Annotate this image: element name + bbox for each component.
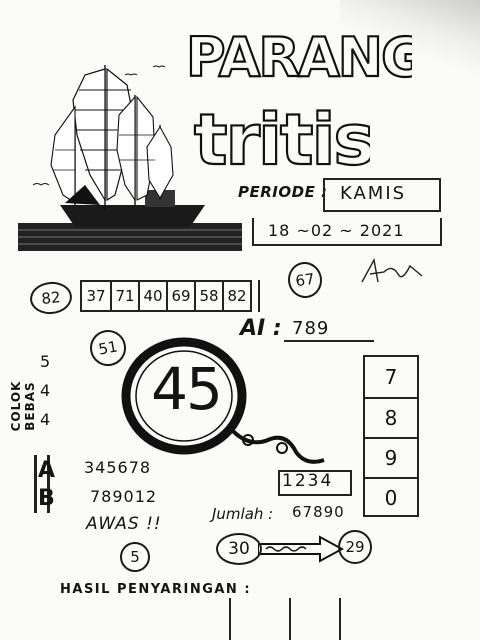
colok-value: 4 [40, 381, 51, 400]
awas-warning: AWAS !! [86, 514, 162, 534]
jumlah-value: 67890 [292, 503, 345, 521]
b-label: B [38, 486, 55, 511]
sequence-row-tail [258, 280, 264, 312]
periode-label: PERIODE : [238, 183, 328, 201]
ai-value: 789 [292, 318, 330, 339]
jumlah-label: Jumlah : [212, 505, 274, 523]
circled-number-5: 5 [120, 542, 150, 572]
colok-bebas-label: COLOK BEBAS [9, 380, 37, 432]
side-cell: 7 [384, 365, 398, 389]
big-number-45: 45 [151, 355, 223, 423]
colok-value: 5 [40, 352, 51, 371]
colok-values: 5 4 4 [40, 352, 50, 429]
sequence-cell: 37 [86, 287, 106, 305]
a-value: 345678 [84, 458, 152, 477]
sequence-cell: 40 [138, 282, 166, 310]
circled-number-30: 30 [216, 533, 262, 565]
hasil-box-lines [229, 598, 341, 640]
date-value: 18 ~02 ~ 2021 [268, 221, 405, 240]
ab-bracket [34, 455, 50, 513]
signature-scribble [361, 257, 423, 283]
title-tritis: tritis [193, 98, 370, 182]
svg-text:tritis: tritis [194, 99, 370, 181]
periode-box [323, 178, 441, 212]
side-cell: 9 [365, 437, 417, 477]
circled-number-67: 67 [285, 259, 325, 301]
ai-label: AI : [240, 316, 282, 341]
shio-arrow [258, 535, 344, 563]
sequence-cell: 69 [166, 282, 194, 310]
box-1234-value: 1234 [282, 471, 334, 491]
page-corner-shadow [340, 0, 480, 80]
colok-value: 4 [40, 410, 51, 429]
date-box [252, 218, 442, 246]
sequence-cell: 58 [194, 282, 222, 310]
side-cell: 0 [365, 477, 417, 517]
number-sequence-row: 37 71 40 69 58 82 [80, 280, 252, 312]
circled-number-82: 82 [28, 279, 74, 317]
title-parang: PARANG [185, 25, 412, 88]
ai-underline [284, 340, 374, 342]
circled-number-29: 29 [338, 530, 372, 564]
sequence-cell: 71 [110, 282, 138, 310]
a-label: A [38, 458, 56, 483]
svg-text:PARANG: PARANG [186, 26, 412, 88]
periode-value: KAMIS [340, 183, 407, 204]
b-value: 789012 [90, 487, 158, 506]
box-1234 [278, 470, 352, 496]
junk-ship-illustration [18, 65, 242, 251]
sequence-cell: 82 [222, 282, 250, 310]
hasil-penyaringan-label: HASIL PENYARINGAN : [60, 582, 252, 597]
side-number-column: 7 8 9 0 [363, 355, 419, 517]
side-cell: 8 [365, 397, 417, 437]
big-circle-with-swirl [121, 337, 325, 464]
